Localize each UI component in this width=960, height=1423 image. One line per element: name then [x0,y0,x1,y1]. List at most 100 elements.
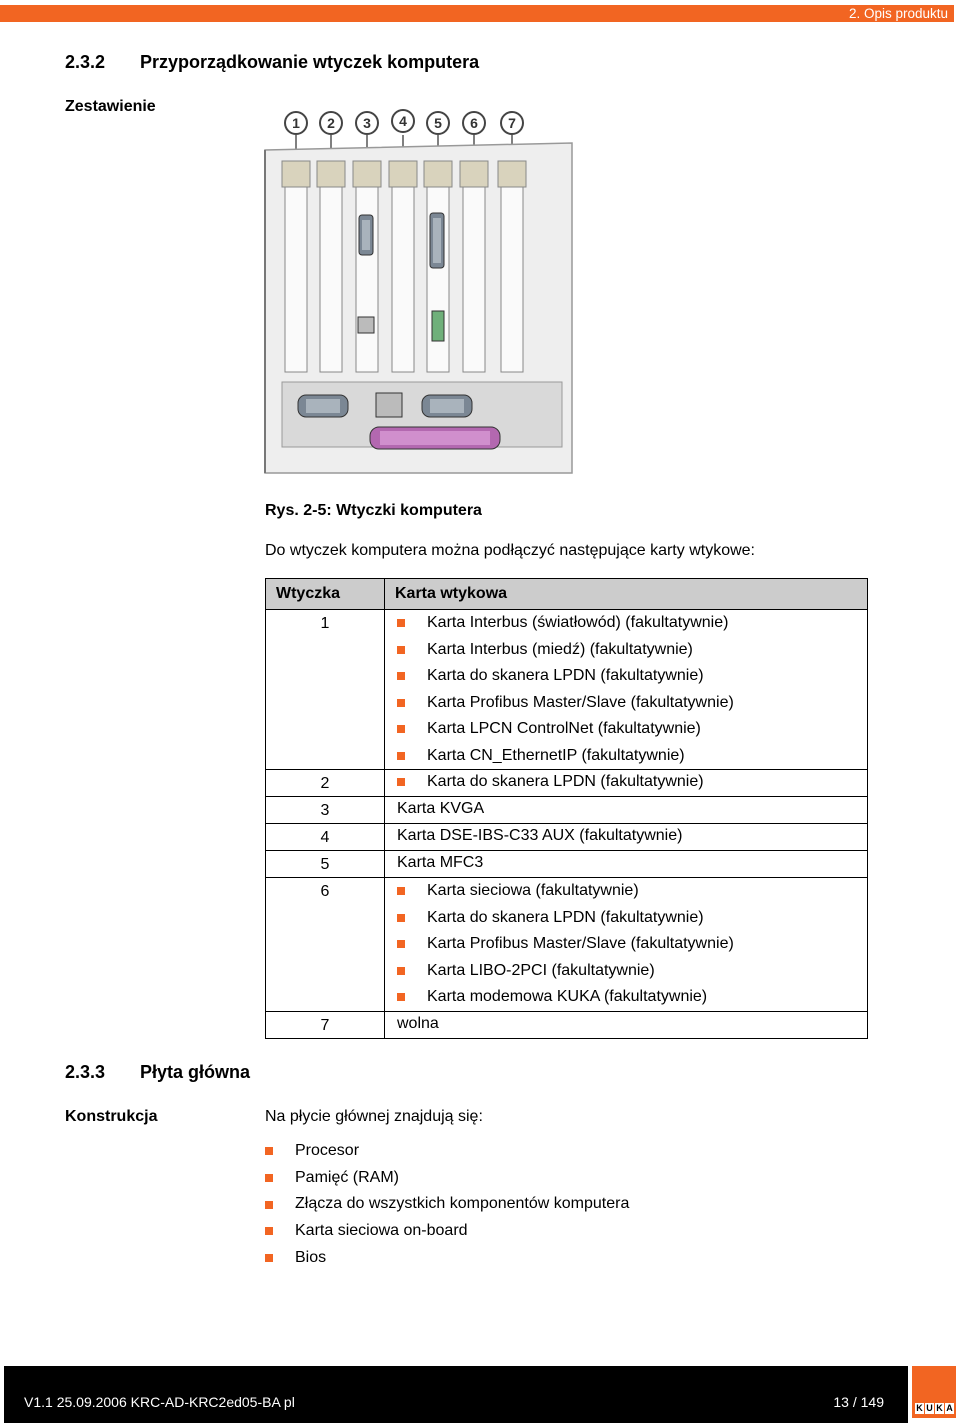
section-title: Płyta główna [140,1062,251,1082]
list-item: Złącza do wszystkich komponentów kompute… [265,1191,629,1218]
callout-circle [426,111,450,135]
slot-cover [500,186,524,373]
list-item: Karta do skanera LPDN (fakultatywnie) [385,663,867,690]
table-row: 5 Karta MFC3 [265,850,868,878]
list-item: Karta sieciowa (fakultatywnie) [385,878,867,905]
list-item: Procesor [265,1138,629,1165]
plug-number: 3 [265,796,385,824]
slot-number-label: 3 [363,115,371,131]
page-number: 13 / 149 [833,1394,884,1410]
slot-bracket-top [316,160,346,188]
bullet-icon [397,725,405,734]
item-text: Karta do skanera LPDN (fakultatywnie) [427,773,704,790]
slot-bracket-top [459,160,489,188]
slot-cover [319,186,343,373]
plug-assignment-table: Wtyczka Karta wtykowa 1 Karta Interbus (… [265,578,868,1039]
bullet-icon [397,619,405,628]
figure-caption: Rys. 2-5: Wtyczki komputera [265,502,482,519]
plug-number: 4 [265,823,385,851]
list-item: Karta LIBO-2PCI (fakultatywnie) [385,958,867,985]
item-text: Karta Profibus Master/Slave (fakultatywn… [427,693,734,711]
card-text: wolna [397,1014,439,1032]
callout-circle [462,111,486,135]
list-item: Karta Interbus (światłowód) (fakultatywn… [385,610,867,637]
table-row: 4 Karta DSE-IBS-C33 AUX (fakultatywnie) [265,823,868,851]
plug-number: 7 [265,1010,385,1039]
item-text: Karta Interbus (miedź) (fakultatywnie) [427,640,693,658]
list-item: Karta modemowa KUKA (fakultatywnie) [385,984,867,1011]
table-row: 3 Karta KVGA [265,796,868,824]
item-text: Bios [295,1248,327,1266]
callout-circle [500,111,524,135]
slot-bracket-top [423,160,453,188]
motherboard-lead: Na płycie głównej znajdują się: [265,1108,483,1125]
list-item: Karta sieciowa on-board [265,1218,629,1245]
card-cell: Karta do skanera LPDN (fakultatywnie) [384,769,868,797]
bullet-icon [397,698,405,707]
list-item: Karta do skanera LPDN (fakultatywnie) [385,770,867,794]
table-row: 6 Karta sieciowa (fakultatywnie) Karta d… [265,877,868,1012]
section-title: Przyporządkowanie wtyczek komputera [140,52,480,72]
card-cell: Karta sieciowa (fakultatywnie) Karta do … [384,877,868,1012]
logo-letter: K [915,1403,924,1414]
list-item: Karta Profibus Master/Slave (fakultatywn… [385,931,867,958]
item-text: Karta sieciowa on-board [295,1222,468,1240]
plug-number: 6 [265,877,385,1012]
callout-circle [391,109,415,133]
card-cell: wolna [384,1010,868,1039]
table-row: 7 wolna [265,1010,868,1039]
card-cell: Karta KVGA [384,796,868,824]
slot-number-label: 7 [508,115,516,131]
slot-bracket-top [497,160,527,188]
item-text: Pamięć (RAM) [295,1168,400,1186]
list-item: Pamięć (RAM) [265,1165,629,1192]
slot-number-label: 6 [470,115,478,131]
slot-number-label: 2 [327,115,335,131]
footer-version: V1.1 25.09.2006 KRC-AD-KRC2ed05-BA pl [24,1394,295,1410]
item-text: Złącza do wszystkich komponentów kompute… [295,1195,630,1213]
logo-letter: A [945,1403,954,1414]
bullet-icon [397,778,405,786]
bullet-icon [397,645,405,654]
bullet-icon [397,751,405,760]
slot-bracket-top [281,160,311,188]
list-item: Karta Interbus (miedź) (fakultatywnie) [385,637,867,664]
list-item: Karta CN_EthernetIP (fakultatywnie) [385,743,867,770]
column-header-card: Karta wtykowa [384,578,868,610]
plug-number: 2 [265,769,385,797]
item-text: Procesor [295,1142,360,1159]
side-label-construction: Konstrukcja [65,1108,158,1125]
slot-bracket-top [352,160,382,188]
card-text: Karta DSE-IBS-C33 AUX (fakultatywnie) [397,827,683,844]
list-item: Karta Profibus Master/Slave (fakultatywn… [385,690,867,717]
bullet-icon [397,940,405,949]
bullet-icon [265,1174,273,1183]
callout-circle [284,111,308,135]
bullet-icon [397,913,405,922]
item-text: Karta Interbus (światłowód) (fakultatywn… [427,614,729,631]
chapter-title: 2. Opis produktu [848,6,948,21]
bullet-icon [265,1200,273,1209]
item-text: Karta CN_EthernetIP (fakultatywnie) [427,746,685,764]
bullet-icon [265,1254,273,1263]
slot-number-label: 1 [292,115,300,131]
plug-number: 1 [265,609,385,770]
bullet-icon [397,672,405,681]
list-item: Karta LPCN ControlNet (fakultatywnie) [385,716,867,743]
list-item: Bios [265,1245,629,1272]
plug-number: 5 [265,850,385,878]
bullet-icon [397,966,405,975]
slot-cover [284,186,308,373]
logo-letter: K [935,1403,944,1414]
item-text: Karta LPCN ControlNet (fakultatywnie) [427,720,701,737]
card-text: Karta KVGA [397,800,485,817]
bullet-icon [265,1227,273,1236]
card-text: Karta MFC3 [397,854,484,871]
item-text: Karta sieciowa (fakultatywnie) [427,882,639,899]
footer-bar: V1.1 25.09.2006 KRC-AD-KRC2ed05-BA pl 13… [4,1366,908,1423]
list-item: Karta do skanera LPDN (fakultatywnie) [385,905,867,932]
bullet-icon [265,1147,273,1156]
bullet-icon [397,887,405,896]
bullet-icon [397,993,405,1002]
